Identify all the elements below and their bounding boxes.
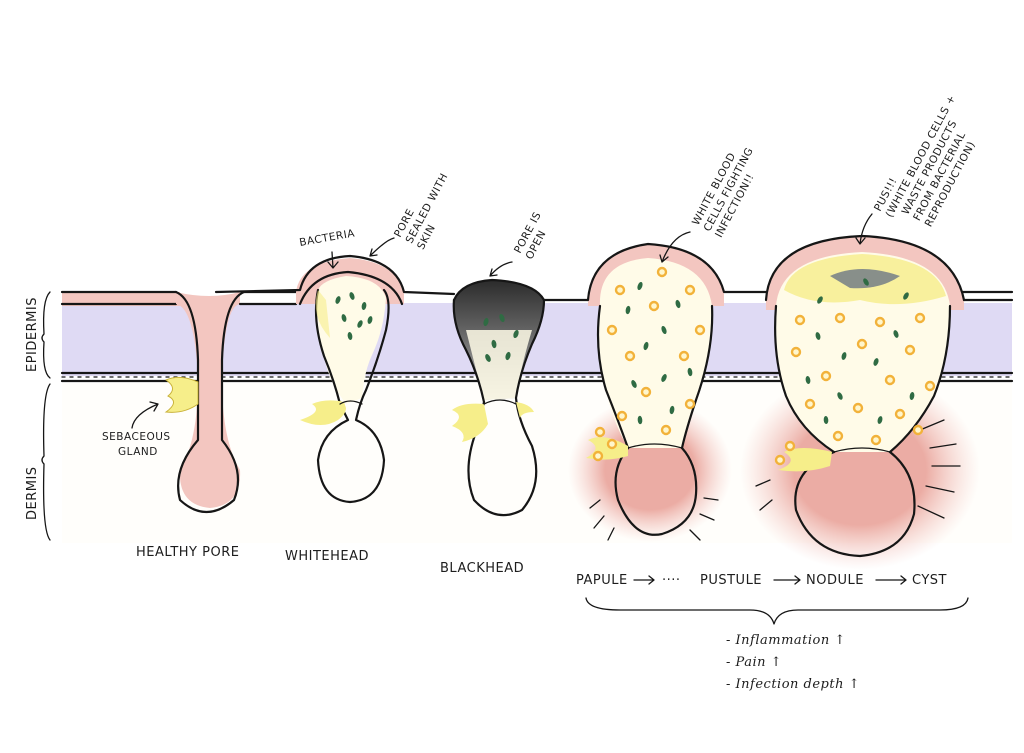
arrow-icon xyxy=(633,575,655,585)
effect-inflammation: - Inflammation ↑ xyxy=(726,633,846,648)
healthy-pore-label: HEALTHY PORE xyxy=(136,545,239,560)
wbc-cells xyxy=(592,266,706,462)
blackhead-label: BLACKHEAD xyxy=(440,561,524,576)
wbc-callout: WHITE BLOOD CELLS FIGHTING INFECTION!! xyxy=(659,145,757,263)
layer-labels: EPIDERMIS DERMIS xyxy=(25,291,51,541)
blackhead xyxy=(452,278,590,517)
papule-label: PAPULE xyxy=(576,573,628,588)
curly-brace xyxy=(585,597,969,625)
pustule-label: PUSTULE xyxy=(700,573,762,588)
arrow-icon xyxy=(489,261,513,277)
skin-surface-pink xyxy=(62,292,180,306)
arrow-icon xyxy=(773,575,801,585)
svg-text:GLAND: GLAND xyxy=(118,446,158,458)
arrow-icon xyxy=(131,401,159,429)
arrow-icon xyxy=(855,213,873,245)
arrow-icon xyxy=(327,251,339,269)
pore-open-callout: PORE IS OPEN xyxy=(489,210,549,277)
epidermis-label: EPIDERMIS xyxy=(25,297,40,372)
pustule xyxy=(568,242,1014,542)
cyst-label: CYST xyxy=(912,573,947,588)
progression: PAPULE ···· PUSTULE NODULE CYST xyxy=(576,573,969,625)
pus-callout: PUS!!! (WHITE BLOOD CELLS + WASTE PRODUC… xyxy=(855,93,978,245)
healthy-pore xyxy=(164,290,298,513)
sebaceous-callout: SEBACEOUS GLAND xyxy=(102,401,171,458)
whitehead xyxy=(214,254,456,504)
arrow-icon xyxy=(369,237,395,257)
arrow-icon xyxy=(875,575,907,585)
dermis-label: DERMIS xyxy=(25,466,40,520)
svg-text:SEBACEOUS: SEBACEOUS xyxy=(102,431,171,443)
pore-sealed-callout: PORE SEALED WITH SKIN xyxy=(369,171,451,257)
effect-infection-depth: - Infection depth ↑ xyxy=(726,677,860,692)
cyst xyxy=(740,234,1014,570)
svg-text:····: ···· xyxy=(662,573,681,588)
nodule-label: NODULE xyxy=(806,573,864,588)
svg-text:BACTERIA: BACTERIA xyxy=(298,227,356,249)
effects-list: - Inflammation ↑ - Pain ↑ - Infection de… xyxy=(726,633,860,692)
sebaceous-gland xyxy=(164,376,199,413)
whitehead-label: WHITEHEAD xyxy=(285,549,369,564)
arrow-icon xyxy=(659,231,691,263)
stage-labels: HEALTHY PORE WHITEHEAD BLACKHEAD xyxy=(136,545,524,576)
effect-pain: - Pain ↑ xyxy=(726,655,782,670)
